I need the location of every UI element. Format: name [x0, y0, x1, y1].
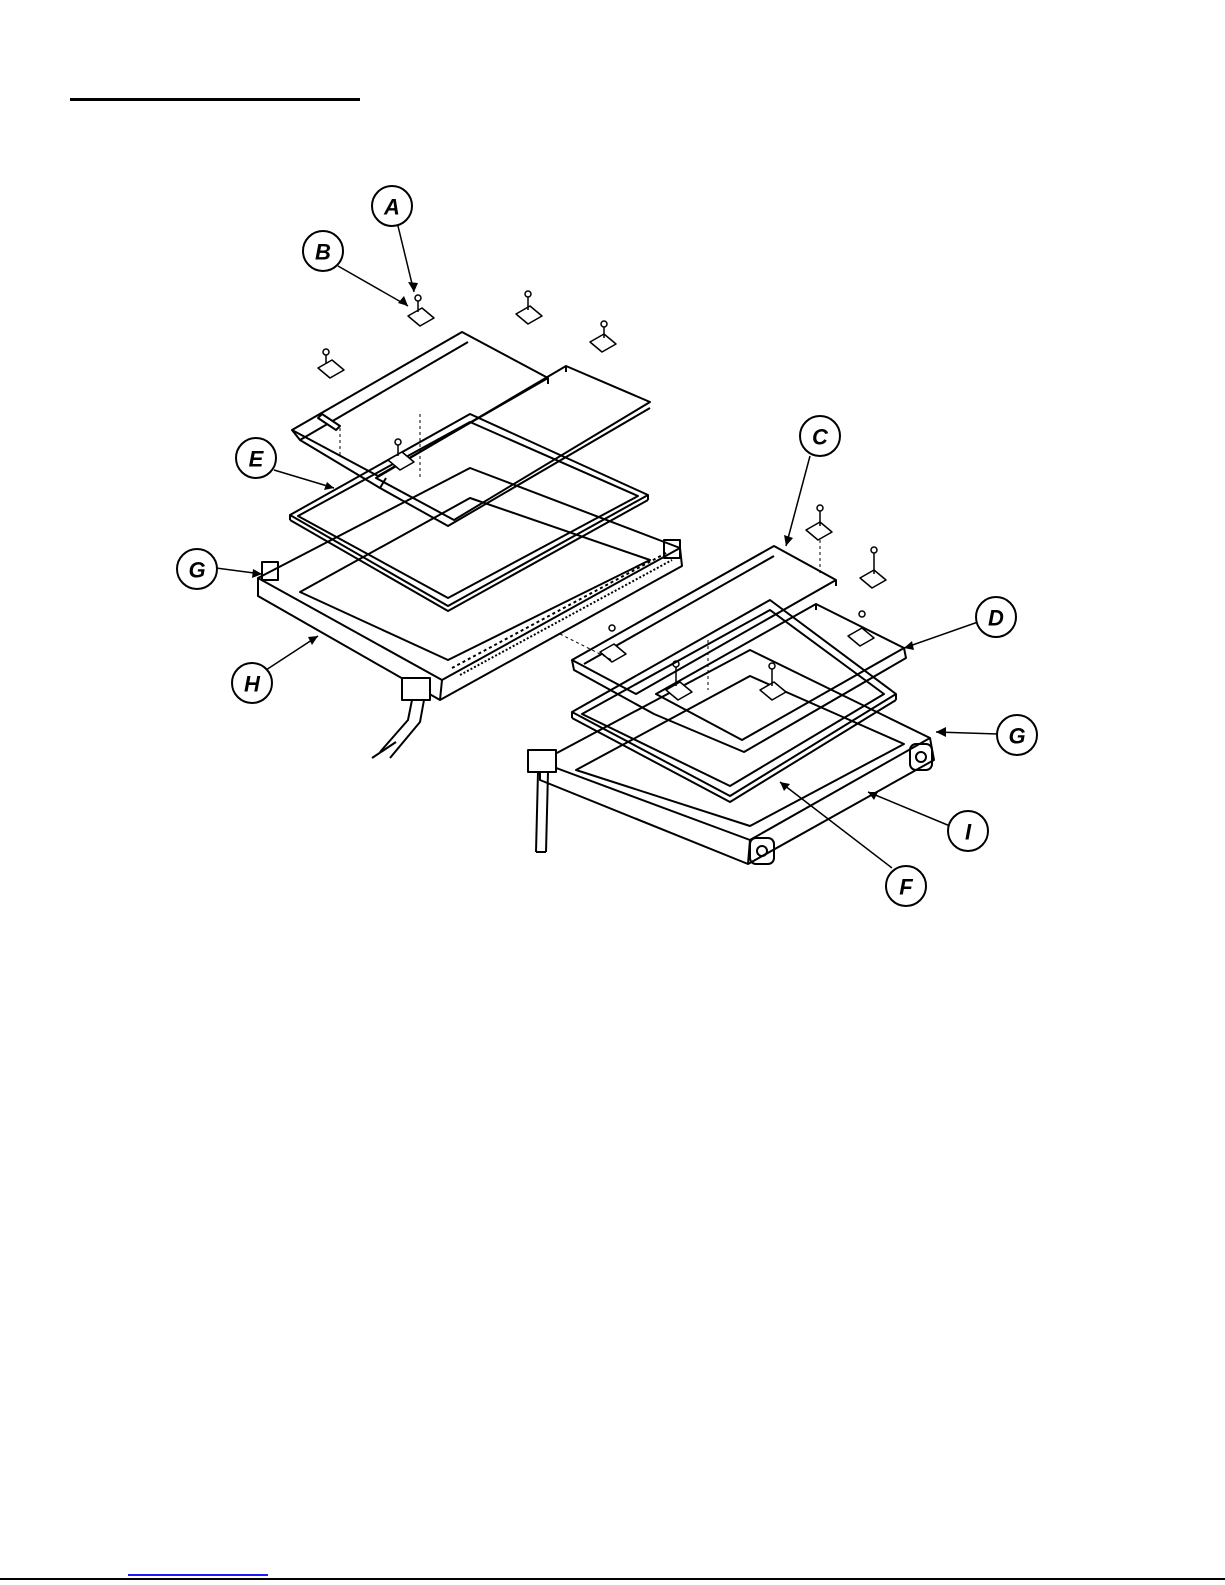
clip-7 [860, 547, 886, 588]
callout-i: I [948, 811, 988, 851]
clip-b-1 [408, 295, 434, 326]
svg-text:I: I [965, 820, 972, 845]
svg-text:H: H [244, 672, 261, 697]
callout-b: B [303, 231, 343, 271]
clip-3 [590, 321, 616, 352]
callout-e: E [236, 438, 276, 478]
left-glass-panel [290, 414, 648, 611]
clip-8 [848, 611, 874, 646]
footer-rule [0, 1578, 1225, 1580]
svg-text:C: C [812, 425, 829, 450]
callout-a: A [372, 186, 412, 226]
svg-text:F: F [899, 875, 913, 900]
svg-text:E: E [249, 447, 265, 472]
callout-h: H [232, 663, 272, 703]
svg-text:G: G [188, 558, 205, 583]
clip-2 [516, 291, 542, 324]
svg-text:D: D [988, 606, 1004, 631]
callout-d: D [976, 597, 1016, 637]
callout-g-left: G [177, 549, 217, 589]
callout-f: F [886, 866, 926, 906]
svg-text:A: A [383, 195, 400, 220]
svg-text:G: G [1008, 724, 1025, 749]
callout-g-right: G [997, 715, 1037, 755]
right-base-frame [528, 650, 934, 864]
clip-6 [806, 505, 832, 540]
left-top-cover-frame [292, 332, 650, 526]
callout-c: C [800, 416, 840, 456]
footer-link-underline[interactable] [128, 1574, 268, 1576]
svg-text:B: B [315, 240, 331, 265]
right-glass-panel [572, 600, 896, 802]
clip-4 [318, 349, 344, 378]
